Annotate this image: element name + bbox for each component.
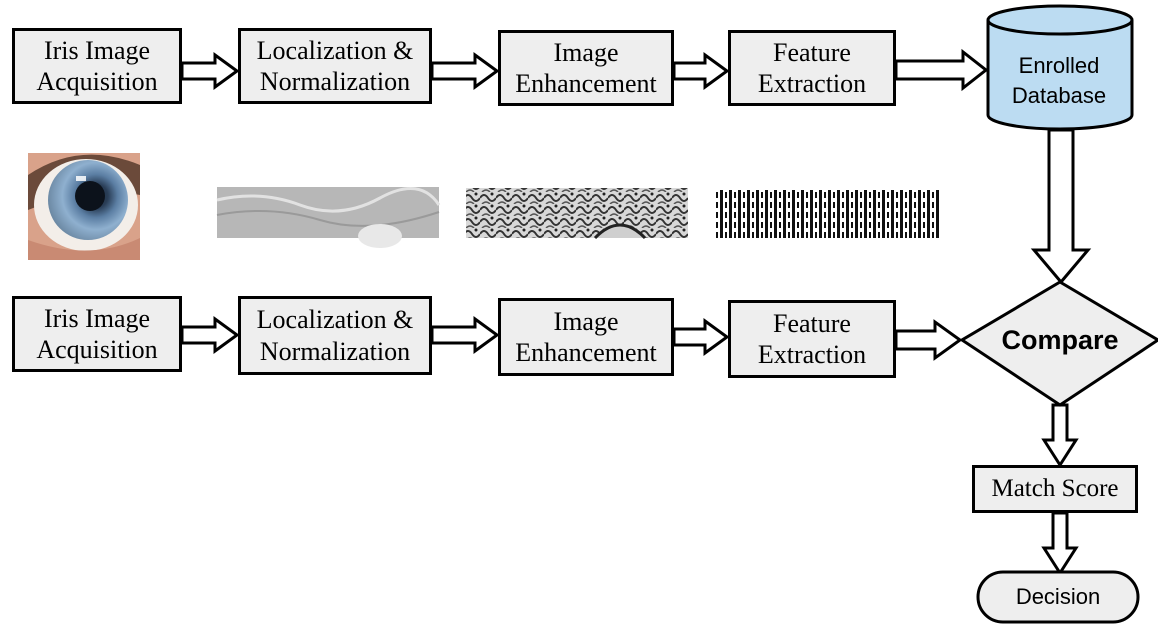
enhanced-iris-strip <box>466 188 688 240</box>
top-iris-image-acquisition-box: Iris Image Acquisition <box>12 28 182 104</box>
arrow-acquisition-to-localization-bottom <box>180 316 240 354</box>
arrow-extraction-to-compare <box>894 319 963 361</box>
bottom-image-enhancement-box: Image Enhancement <box>498 298 674 376</box>
enrolled-database-label: Enrolled Database <box>1011 53 1107 108</box>
normalized-iris-strip <box>216 187 441 248</box>
arrow-compare-to-match-score <box>1041 403 1079 468</box>
bottom-feature-extraction-box: Feature Extraction <box>728 300 896 378</box>
top-image-enhancement-box: Image Enhancement <box>498 30 674 106</box>
arrow-acquisition-to-localization-top <box>180 52 240 90</box>
arrow-extraction-to-database <box>894 48 989 92</box>
arrow-database-to-compare <box>1030 128 1092 285</box>
arrow-match-score-to-decision <box>1041 511 1079 576</box>
bottom-localization-normalization-box: Localization & Normalization <box>238 296 432 375</box>
eye-photo <box>28 153 140 260</box>
bottom-iris-image-acquisition-box: Iris Image Acquisition <box>12 296 182 372</box>
decision-label: Decision <box>1015 584 1101 609</box>
compare-diamond <box>959 280 1158 407</box>
arrow-localization-to-enhancement-top <box>430 52 500 90</box>
match-score-box: Match Score <box>972 465 1138 513</box>
compare-label: Compare <box>1001 324 1119 355</box>
arrow-enhancement-to-extraction-bottom <box>672 318 730 356</box>
decision-terminator <box>976 570 1140 624</box>
arrow-localization-to-enhancement-bottom <box>430 316 500 354</box>
iris-code-strip <box>715 190 940 238</box>
database-cylinder <box>986 4 1134 131</box>
top-localization-normalization-box: Localization & Normalization <box>238 28 432 104</box>
arrow-enhancement-to-extraction-top <box>672 52 730 90</box>
top-feature-extraction-box: Feature Extraction <box>728 30 896 106</box>
